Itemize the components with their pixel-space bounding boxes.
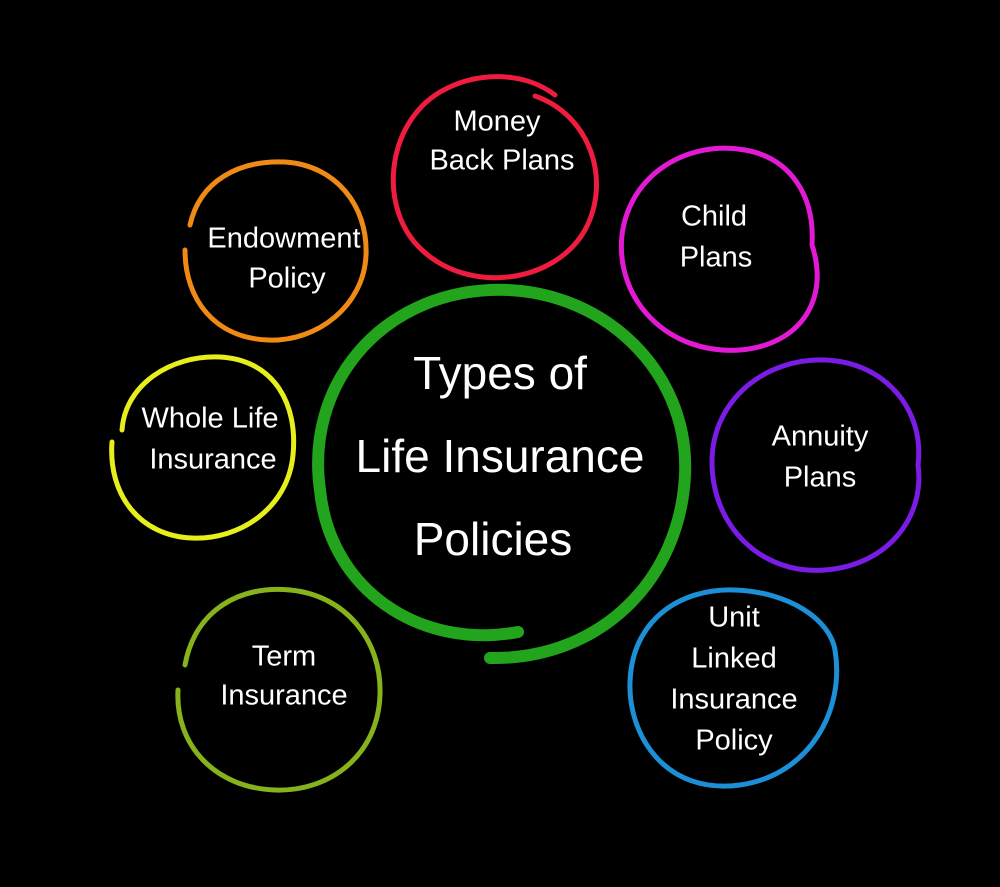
term-label-line-1: Term xyxy=(252,641,316,673)
money-back-label-line-2: Back Plans xyxy=(429,145,574,177)
money-back-ring xyxy=(390,74,600,281)
annuity-ring xyxy=(709,357,922,573)
endowment-ring xyxy=(182,159,369,343)
center-title-line-1: Types of xyxy=(413,347,587,399)
annuity-label-line-2: Plans xyxy=(784,462,857,494)
term-ring xyxy=(175,586,383,793)
node-money-back-plans: Money Back Plans xyxy=(390,74,600,281)
node-endowment-policy: Endowment Policy xyxy=(182,159,369,343)
node-term-insurance: Term Insurance xyxy=(175,586,383,793)
term-label-line-2: Insurance xyxy=(220,680,347,712)
unit-linked-label-line-4: Policy xyxy=(695,725,773,757)
node-annuity-plans: Annuity Plans xyxy=(709,357,922,573)
node-whole-life-insurance: Whole Life Insurance xyxy=(109,354,297,541)
unit-linked-label-line-1: Unit xyxy=(708,602,760,634)
node-unit-linked-insurance-policy: Unit Linked Insurance Policy xyxy=(627,587,840,789)
center-node: Types of Life Insurance Policies xyxy=(312,283,692,665)
endowment-label-line-2: Policy xyxy=(248,263,326,295)
whole-life-label-line-2: Insurance xyxy=(149,444,276,476)
annuity-label-line-1: Annuity xyxy=(772,421,869,453)
center-title-line-3: Policies xyxy=(414,513,573,565)
child-label-line-2: Plans xyxy=(680,242,753,274)
unit-linked-label-line-3: Insurance xyxy=(670,684,797,716)
center-ring xyxy=(312,283,692,665)
center-title-line-2: Life Insurance xyxy=(356,430,645,482)
money-back-label-line-1: Money xyxy=(453,106,541,138)
unit-linked-ring xyxy=(627,587,840,789)
child-label-line-1: Child xyxy=(681,201,747,233)
child-ring xyxy=(618,145,820,353)
whole-life-ring xyxy=(109,354,297,541)
whole-life-label-line-1: Whole Life xyxy=(141,403,278,435)
node-child-plans: Child Plans xyxy=(618,145,820,353)
endowment-label-line-1: Endowment xyxy=(207,223,360,255)
unit-linked-label-line-2: Linked xyxy=(691,643,776,675)
